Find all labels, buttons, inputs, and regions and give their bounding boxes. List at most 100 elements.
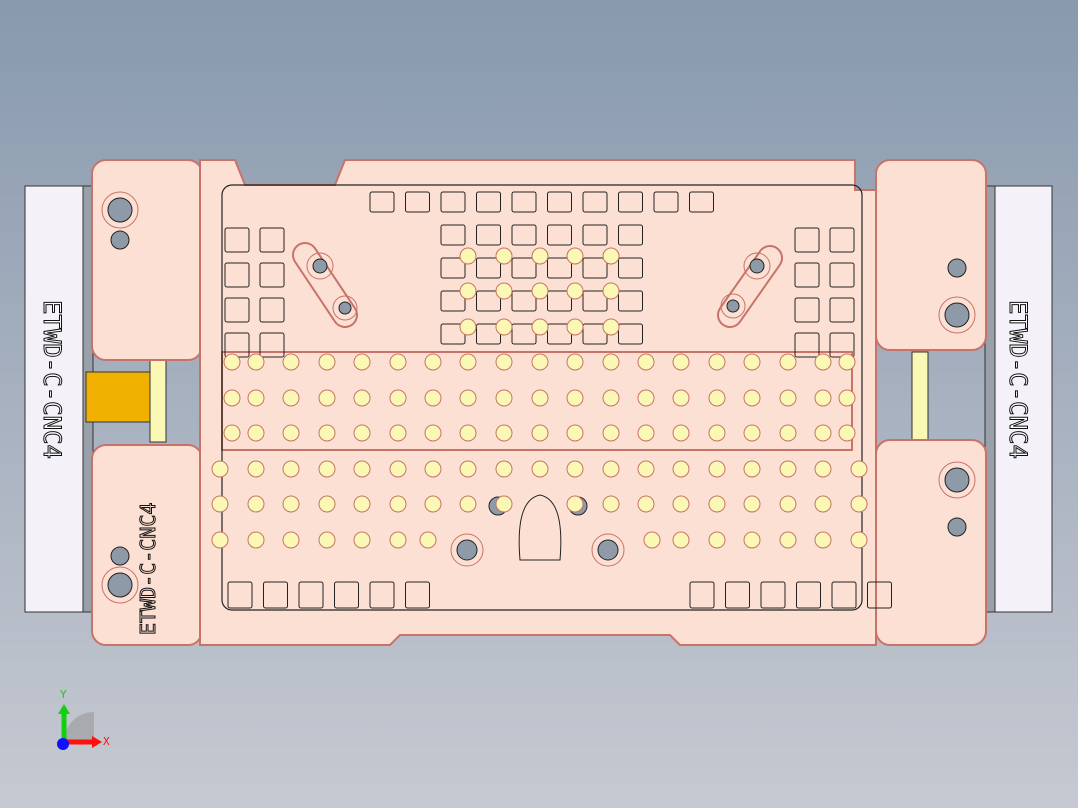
pin [353,495,371,513]
pin [223,389,241,407]
pin [708,531,726,549]
pin [566,282,584,300]
pin [850,495,868,513]
pin [282,460,300,478]
pin [531,318,549,336]
pin [566,424,584,442]
pocket [476,224,501,246]
pocket [440,224,466,246]
pin [495,282,513,300]
pocket [794,262,820,288]
pin [602,282,620,300]
pocket [476,290,501,312]
pin [531,389,549,407]
hole [456,539,478,561]
pin [566,495,584,513]
pin [459,424,477,442]
pin [672,460,690,478]
pin [708,389,726,407]
pocket [224,297,250,323]
pocket [259,227,285,253]
pin [459,495,477,513]
fitting-left [85,351,167,443]
pin [743,353,761,371]
pocket [794,227,820,253]
hole [110,230,130,250]
pin [318,424,336,442]
pin [282,495,300,513]
pin [838,424,856,442]
z-axis-dot [57,738,69,750]
pocket [582,191,608,213]
pin [637,460,655,478]
pin [814,424,832,442]
pocket [796,581,821,609]
pin [672,495,690,513]
pin [282,389,300,407]
pin [424,460,442,478]
pin [672,531,690,549]
pin [566,460,584,478]
pin [531,460,549,478]
pocket [511,290,537,312]
pin [708,424,726,442]
pin [637,389,655,407]
pocket [689,191,714,213]
pin [672,389,690,407]
side-bar-right [984,185,1053,613]
hole-ring [332,295,358,321]
pin [495,495,513,513]
pin [743,460,761,478]
pocket [511,224,537,246]
pocket [298,581,324,609]
pocket [867,581,892,609]
pin [419,531,437,549]
pin [223,353,241,371]
pin [531,247,549,265]
hole-ring [591,533,625,567]
pin [389,460,407,478]
pin [814,495,832,513]
hole [107,197,133,223]
pocket [829,297,855,323]
pin [495,353,513,371]
pocket [618,290,643,312]
pocket [725,581,750,609]
pocket [618,224,643,246]
pin [389,424,407,442]
pin [459,247,477,265]
pocket [369,191,395,213]
pin [424,389,442,407]
pocket [829,262,855,288]
pin [424,495,442,513]
pocket [653,191,679,213]
pocket [405,581,430,609]
pin [247,424,265,442]
pin [353,531,371,549]
pin [389,389,407,407]
hole-ring [938,296,976,334]
hole [944,467,970,493]
pin [389,495,407,513]
pin [211,531,229,549]
pin [566,353,584,371]
pin [389,531,407,549]
pocket [547,224,572,246]
pocket [476,191,501,213]
pocket [224,227,250,253]
pocket [334,581,359,609]
pin [850,460,868,478]
pin [637,353,655,371]
hole [312,258,328,274]
pin [318,353,336,371]
engraving-right: ETWD-C-CNC4 [1004,300,1032,459]
hole [726,299,740,313]
pocket [263,581,288,609]
pin [602,424,620,442]
pin [743,424,761,442]
engraving-left: ETWD-C-CNC4 [38,300,66,459]
hole [110,546,130,566]
pocket [476,257,501,279]
pin [353,460,371,478]
